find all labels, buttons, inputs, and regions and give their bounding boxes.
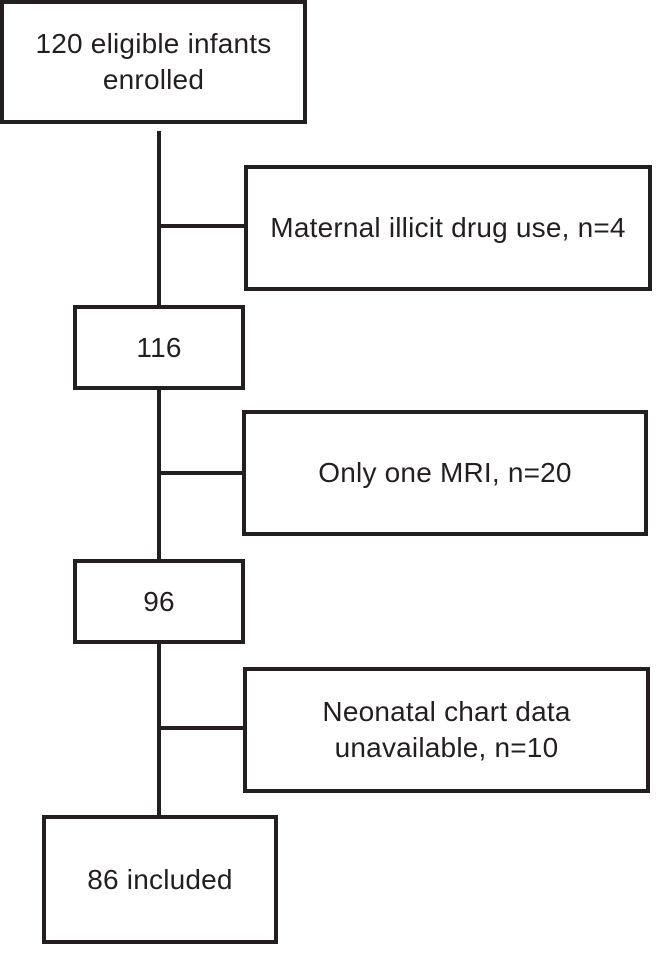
node-excluded-maternal-drug-use-label: Maternal illicit drug use, n=4 bbox=[270, 212, 626, 244]
connector-96-to-included bbox=[157, 642, 161, 818]
node-excluded-chart-data-unavailable-label: Neonatal chart data unavailable, n=10 bbox=[322, 696, 571, 763]
node-eligible-enrolled-label: 120 eligible infants enrolled bbox=[35, 28, 272, 95]
node-eligible-enrolled: 120 eligible infants enrolled bbox=[0, 0, 307, 124]
node-included: 86 included bbox=[42, 815, 278, 944]
connector-branch-chart-data bbox=[159, 726, 246, 730]
node-count-116-label: 116 bbox=[136, 331, 182, 363]
node-included-label: 86 included bbox=[87, 863, 233, 895]
connector-116-to-96 bbox=[157, 388, 161, 562]
node-excluded-maternal-drug-use: Maternal illicit drug use, n=4 bbox=[244, 165, 652, 291]
node-count-96-label: 96 bbox=[143, 585, 175, 617]
node-excluded-only-one-mri: Only one MRI, n=20 bbox=[242, 410, 648, 536]
connector-branch-one-mri bbox=[159, 471, 245, 475]
connector-branch-drug-use bbox=[159, 224, 247, 228]
node-excluded-chart-data-unavailable: Neonatal chart data unavailable, n=10 bbox=[243, 667, 650, 793]
node-excluded-only-one-mri-label: Only one MRI, n=20 bbox=[318, 457, 572, 489]
node-count-116: 116 bbox=[73, 305, 245, 390]
connector-enrolled-to-116 bbox=[157, 131, 161, 308]
node-count-96: 96 bbox=[73, 559, 245, 644]
